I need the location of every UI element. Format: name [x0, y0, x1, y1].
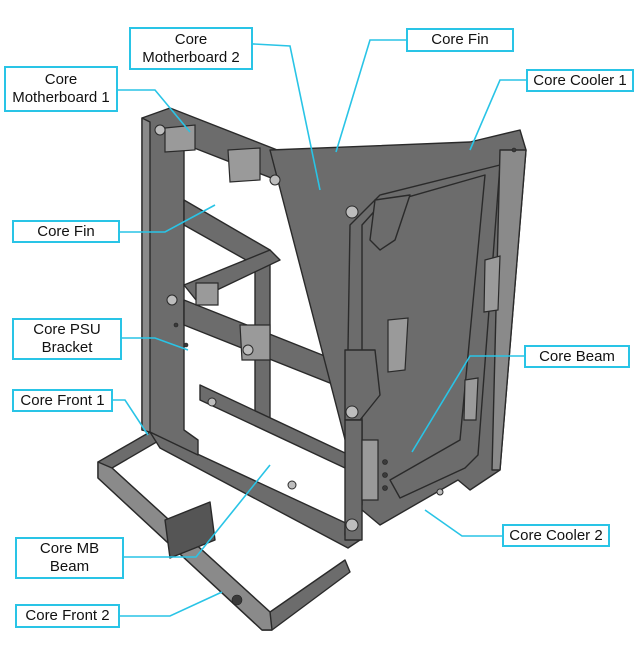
base-frame [97, 431, 361, 631]
bolts [154, 124, 517, 532]
label-core-motherboard-2: Core Motherboard 2 [129, 27, 253, 70]
label-core-mb-beam: Core MB Beam [15, 537, 124, 579]
label-core-fin-top: Core Fin [406, 28, 514, 52]
label-core-cooler-2: Core Cooler 2 [502, 524, 610, 547]
label-core-motherboard-1: Core Motherboard 1 [4, 66, 118, 112]
label-core-front-2: Core Front 2 [15, 604, 120, 628]
label-core-psu-bracket: Core PSU Bracket [12, 318, 122, 360]
label-core-front-1: Core Front 1 [12, 389, 113, 412]
label-core-cooler-1: Core Cooler 1 [526, 69, 634, 92]
label-core-fin-left: Core Fin [12, 220, 120, 243]
label-core-beam: Core Beam [524, 345, 630, 368]
plates [164, 124, 501, 501]
